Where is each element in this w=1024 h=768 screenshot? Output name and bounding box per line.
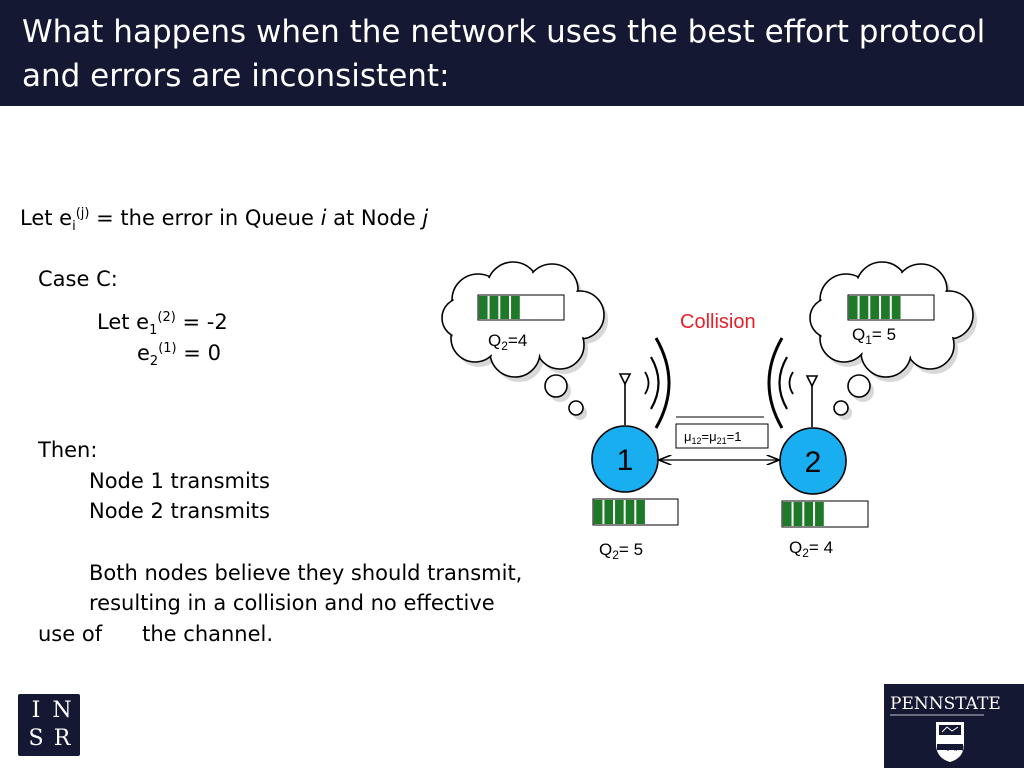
queue-packet (782, 502, 792, 526)
case-label: Case C: (38, 267, 118, 291)
queue-bar-node1 (592, 498, 679, 526)
queue-packet (511, 296, 520, 319)
conclusion-line-3: use of the channel. (38, 622, 274, 646)
conclusion-line-1: Both nodes believe they should transmit, (89, 561, 523, 585)
antenna-node2-icon (767, 337, 819, 429)
definition-line: Let ei(j) = the error in Queue i at Node… (20, 206, 429, 235)
slide-title: What happens when the network uses the b… (22, 14, 986, 94)
link-rate-box: μ12=μ21=1 (675, 416, 769, 449)
queue-packet (848, 296, 858, 319)
queue-packet (815, 502, 824, 526)
let-error-line: Let e1(2) = -2 (97, 310, 228, 339)
thought-right-label: Q1= 5 (852, 325, 896, 347)
queue-bar-thought-right (847, 294, 935, 321)
queue-packet (636, 500, 645, 524)
svg-text:1: 1 (617, 444, 634, 477)
queue-packet (881, 296, 890, 319)
queue-bar-thought-left (477, 294, 565, 321)
queue-packet (891, 296, 901, 319)
node1-queue-label: Q2= 5 (599, 540, 643, 562)
svg-text:2: 2 (805, 446, 822, 479)
queue-packet (500, 296, 510, 319)
slide-header: What happens when the network uses the b… (0, 0, 1024, 106)
queue-packet (604, 500, 614, 524)
antenna-node1-icon (618, 337, 671, 429)
pennstate-logo: PENNSTATE 1 8 5 5 (884, 684, 1024, 768)
conclusion-line-2: resulting in a collision and no effectiv… (89, 591, 495, 615)
node-2: 2 (779, 427, 847, 495)
queue-packet (870, 296, 880, 319)
node-1: 1 (591, 425, 659, 493)
queue-packet (615, 500, 624, 524)
queue-packet (859, 296, 869, 319)
queue-packet (625, 500, 635, 524)
pennstate-shield-icon (890, 714, 984, 762)
queue-packet (593, 500, 603, 524)
node2-queue-label: Q2= 4 (789, 538, 833, 560)
step-node1: Node 1 transmits (89, 469, 270, 493)
queue-packet (804, 502, 814, 526)
collision-label: Collision (680, 311, 756, 333)
insr-logo: I N S R (18, 694, 80, 756)
then-label: Then: (38, 438, 98, 462)
thought-left-label: Q2=4 (488, 331, 527, 353)
second-error-line: e2(1) = 0 (137, 341, 221, 370)
thought-cloud-left (441, 261, 608, 420)
queue-packet (793, 502, 803, 526)
queue-packet (478, 296, 488, 319)
queue-bar-node2 (781, 500, 869, 528)
queue-packet (489, 296, 499, 319)
link-rate-label: μ12=μ21=1 (684, 429, 741, 446)
step-node2: Node 2 transmits (89, 499, 270, 523)
